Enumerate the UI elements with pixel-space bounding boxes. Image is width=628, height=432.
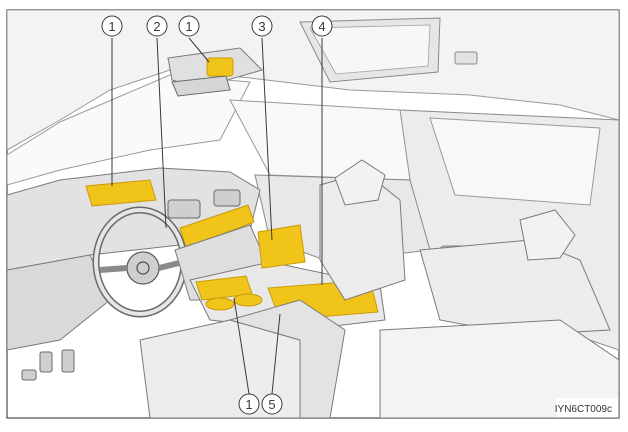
callout-1-top-center: 1 xyxy=(178,15,200,37)
pedal-2 xyxy=(61,349,75,373)
callout-3: 3 xyxy=(251,15,273,37)
callout-1-bottom: 1 xyxy=(238,393,260,415)
steering-spoke-l xyxy=(99,265,128,273)
rear-dome-light xyxy=(454,51,478,65)
callout-2: 2 xyxy=(146,15,168,37)
callout-label: 3 xyxy=(258,19,265,34)
front-passenger-headrest xyxy=(334,159,386,206)
sunroof-inner xyxy=(309,24,431,75)
dash-top-tray xyxy=(85,179,157,207)
callout-label: 4 xyxy=(318,19,325,34)
callout-label: 2 xyxy=(153,19,160,34)
rear-headrest xyxy=(519,209,576,261)
headliner xyxy=(7,10,619,151)
rear-seat-cushion xyxy=(379,319,619,418)
leader-lines xyxy=(111,37,323,395)
cup-holder-2 xyxy=(233,293,263,307)
callout-5: 5 xyxy=(261,393,283,415)
lower-dash-left xyxy=(7,254,111,351)
rear-window xyxy=(429,117,601,206)
pedal-1 xyxy=(39,351,53,373)
rearview-mirror xyxy=(171,75,231,97)
driver-seat-back xyxy=(228,299,346,418)
sunglasses-holder xyxy=(206,57,234,77)
figure-code: IYN6CT009c xyxy=(555,404,612,415)
callout-1-top-left: 1 xyxy=(101,15,123,37)
brand-emblem xyxy=(136,261,150,275)
dash-vent-center xyxy=(167,199,201,219)
seatback-pocket xyxy=(257,224,306,269)
dash-vent-right xyxy=(213,189,241,207)
steering-hub xyxy=(126,251,160,285)
cup-holder-1 xyxy=(205,297,235,311)
callout-label: 5 xyxy=(268,397,275,412)
cabin-illustration xyxy=(7,10,619,418)
callout-label: 1 xyxy=(185,19,192,34)
figure-code-box xyxy=(556,398,618,417)
callout-label: 1 xyxy=(245,397,252,412)
pedal-3 xyxy=(21,369,37,381)
windshield xyxy=(7,74,251,186)
callout-4: 4 xyxy=(311,15,333,37)
callout-label: 1 xyxy=(108,19,115,34)
